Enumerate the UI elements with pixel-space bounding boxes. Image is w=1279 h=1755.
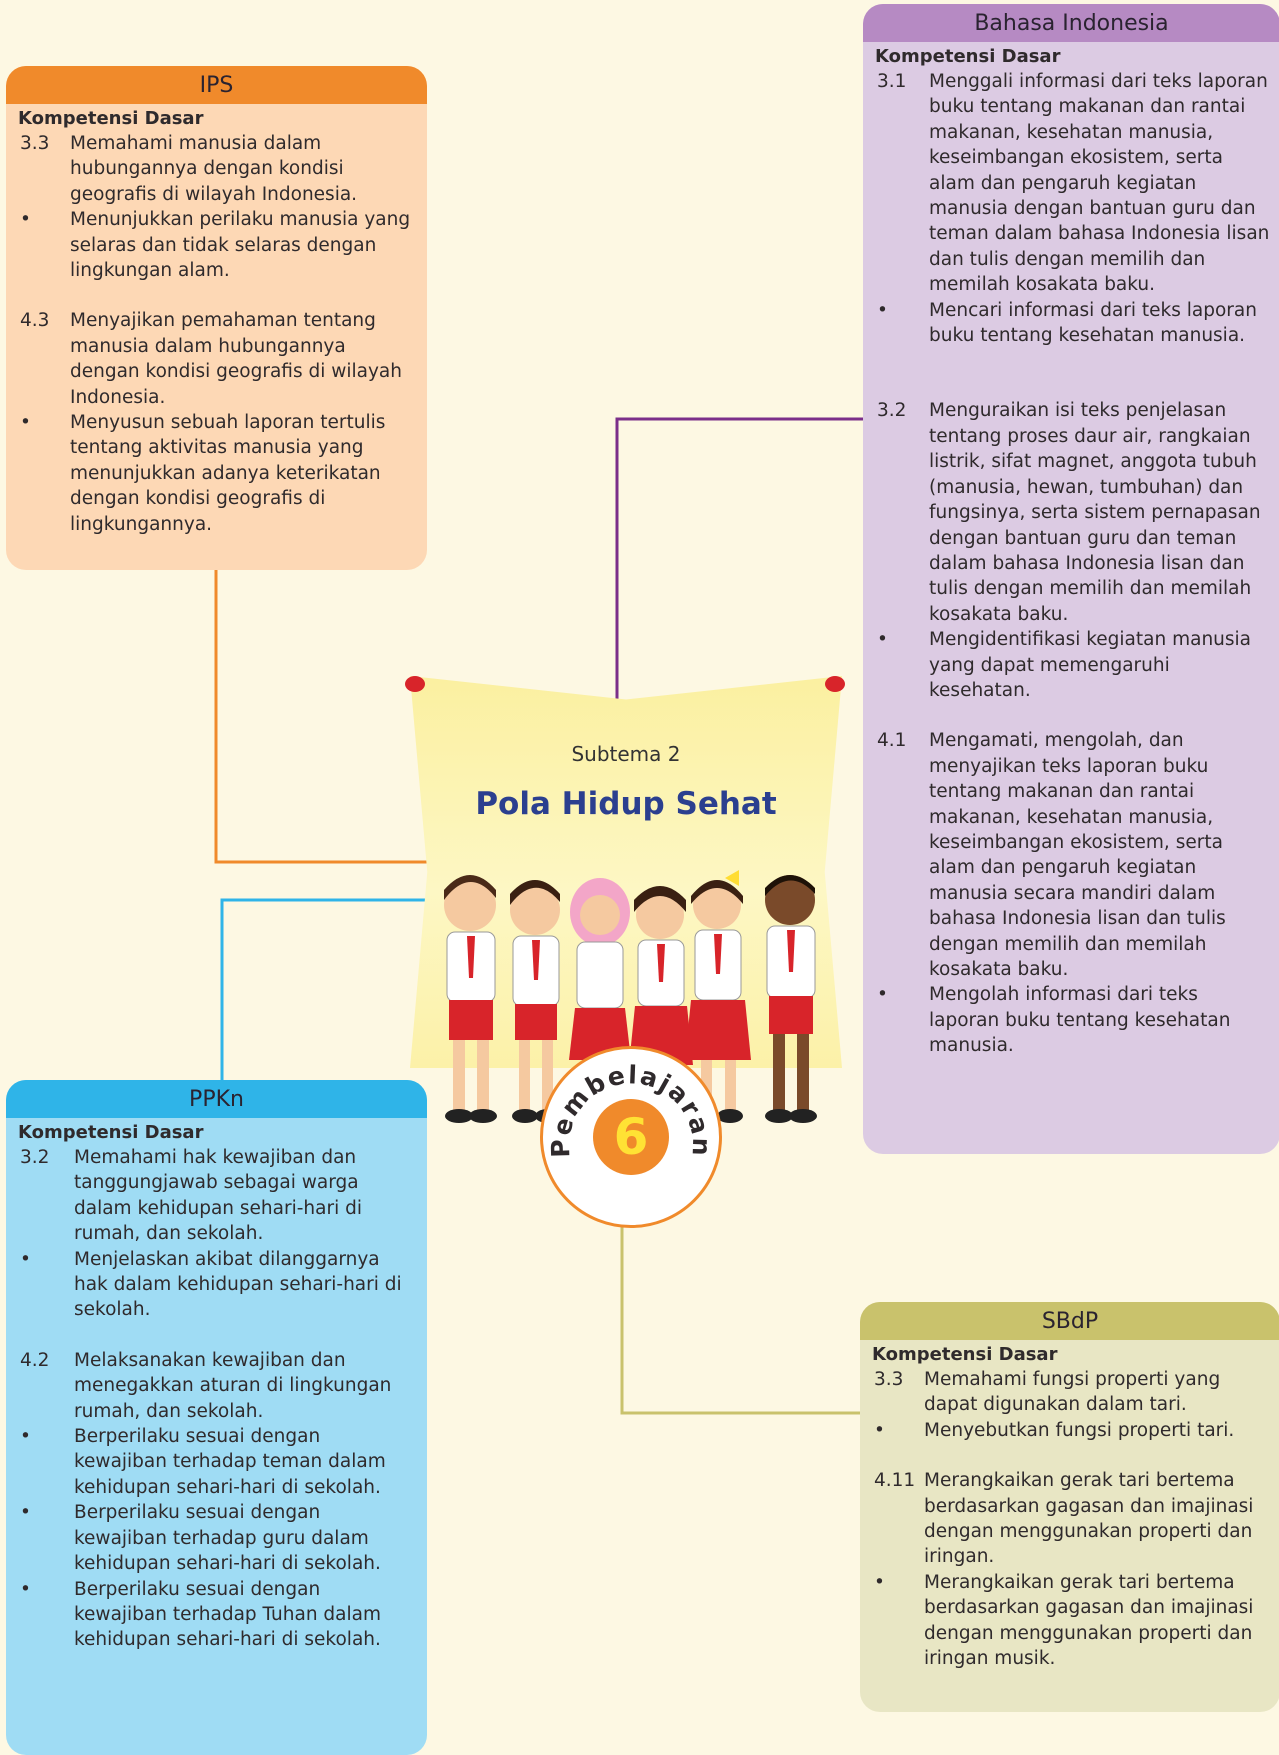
list-item: •Mengolah informasi dari teks laporan bu…	[877, 984, 1231, 1057]
list-item: •Berperilaku sesuai dengan kewajiban ter…	[20, 1578, 382, 1651]
ppkn-title: PPKn	[6, 1080, 427, 1118]
list-item: •Merangkaikan gerak tari bertema berdasa…	[874, 1571, 1254, 1670]
ppkn-kd-label: Kompetensi Dasar	[18, 1122, 204, 1143]
students-illustration	[444, 870, 817, 1123]
list-item: •Menyusun sebuah laporan tertulis tentan…	[20, 412, 386, 535]
badge-number: 6	[593, 1099, 669, 1175]
sbdp-connector	[620, 1220, 860, 1415]
student-figure	[510, 880, 561, 1123]
ips-kd-label: Kompetensi Dasar	[18, 108, 204, 129]
ppkn-connector	[220, 898, 430, 1080]
list-item: •Menunjukkan perilaku manusia yang selar…	[20, 209, 411, 282]
list-item: •Mengidentifikasi kegiatan manusia yang …	[877, 629, 1252, 701]
bahasa-kd-label: Kompetensi Dasar	[875, 46, 1061, 67]
list-item: •Mencari informasi dari teks laporan buk…	[877, 299, 1257, 347]
pin-right-icon	[825, 676, 845, 692]
sbdp-title: SBdP	[860, 1302, 1279, 1340]
student-figure	[444, 875, 497, 1123]
list-item: •Berperilaku sesuai dengan kewajiban ter…	[20, 1426, 386, 1498]
poster-title: Pola Hidup Sehat	[475, 786, 777, 822]
student-figure	[685, 870, 751, 1123]
bahasa-title: Bahasa Indonesia	[863, 4, 1279, 42]
ips-title: IPS	[6, 66, 427, 104]
ips-connector	[214, 570, 430, 864]
subtema-label: Subtema 2	[571, 742, 681, 766]
bahasa-connector	[615, 417, 863, 700]
pin-left-icon	[405, 676, 425, 692]
sbdp-kd-label: Kompetensi Dasar	[872, 1344, 1058, 1365]
pembelajaran-badge: Pembelajaran 6	[540, 1046, 722, 1228]
list-item: •Menjelaskan akibat dilanggarnya hak dal…	[20, 1248, 402, 1321]
student-figure	[765, 875, 817, 1123]
list-item: •Menyebutkan fungsi properti tari.	[874, 1419, 1235, 1441]
list-item: •Berperilaku sesuai dengan kewajiban ter…	[20, 1502, 381, 1575]
